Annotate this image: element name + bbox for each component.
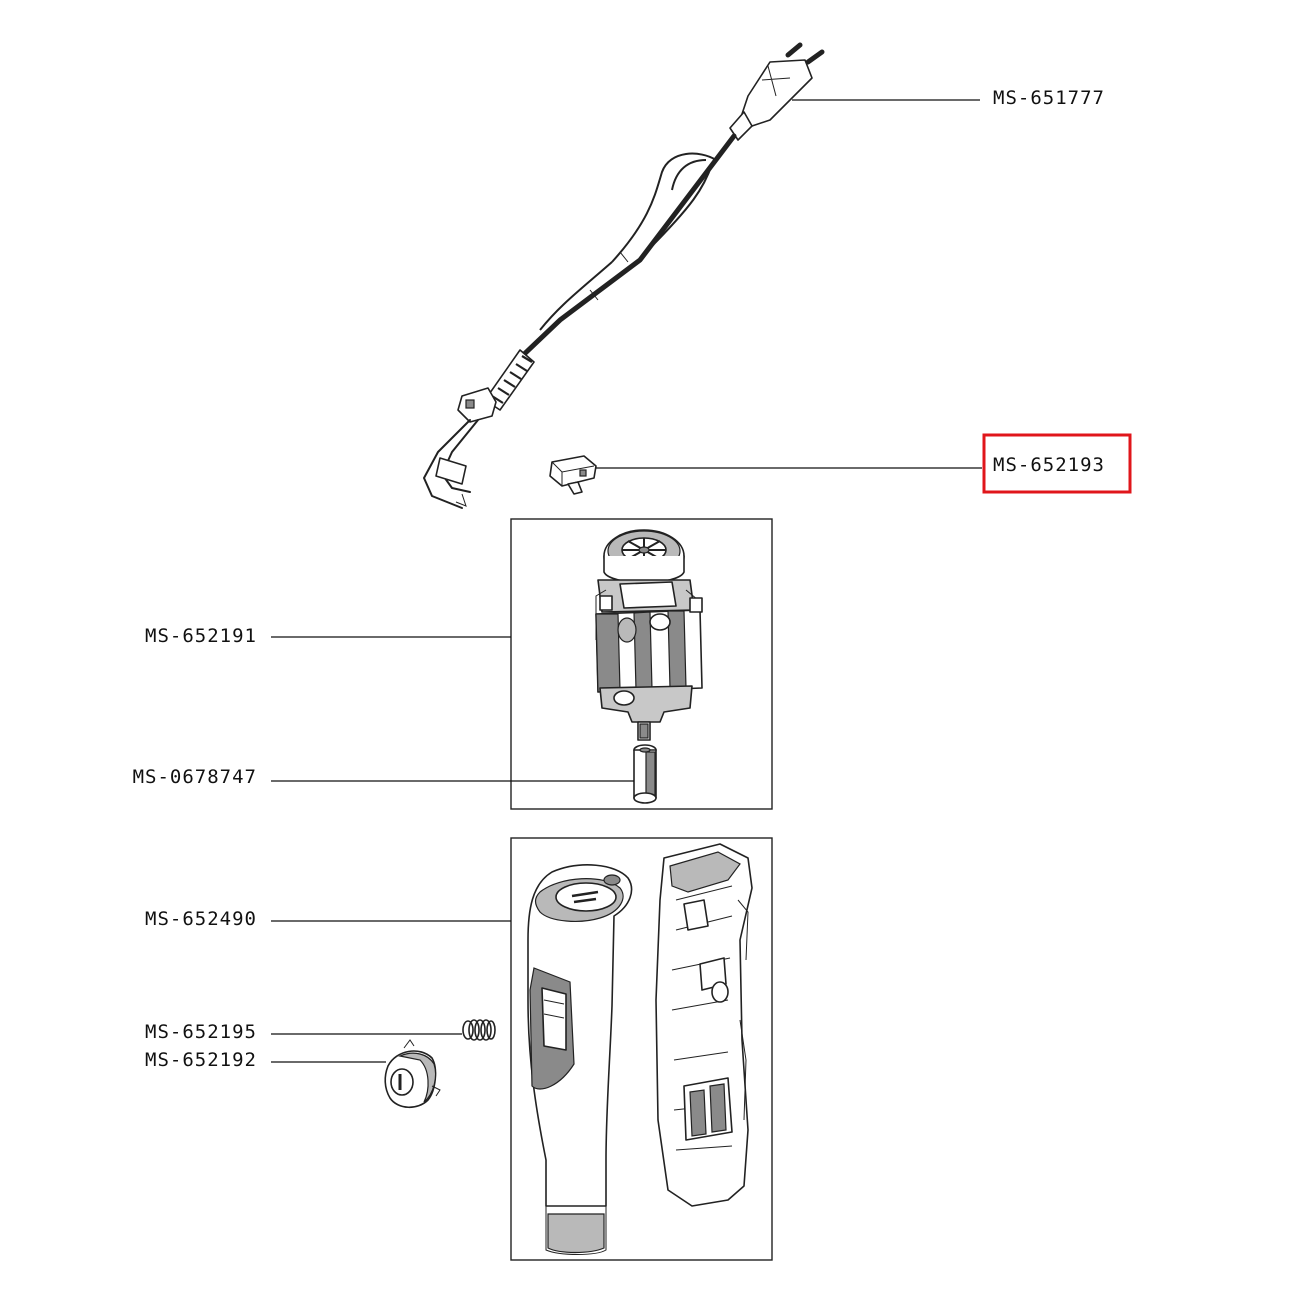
housing-frame <box>510 837 773 1261</box>
handle-housing-icon[interactable] <box>527 864 633 1255</box>
coupling-sleeve-icon[interactable] <box>633 744 657 804</box>
part-label-button[interactable]: MS-652192 <box>145 1049 257 1071</box>
spring-icon[interactable] <box>462 1019 496 1041</box>
part-label-switch[interactable]: MS-652193 <box>993 454 1105 476</box>
push-button-icon[interactable] <box>384 1039 441 1109</box>
motor-icon[interactable] <box>595 529 703 741</box>
part-label-coupler[interactable]: MS-0678747 <box>133 766 257 788</box>
highlight-box <box>982 433 1132 494</box>
part-label-spring[interactable]: MS-652195 <box>145 1021 257 1043</box>
part-label-housing[interactable]: MS-652490 <box>145 908 257 930</box>
power-cord-plug-icon[interactable] <box>423 42 825 509</box>
part-label-cord[interactable]: MS-651777 <box>993 87 1105 109</box>
micro-switch-icon[interactable] <box>549 455 597 495</box>
rear-housing-shell-icon[interactable] <box>655 843 753 1207</box>
part-label-motor[interactable]: MS-652191 <box>145 625 257 647</box>
motor-frame <box>510 518 773 810</box>
